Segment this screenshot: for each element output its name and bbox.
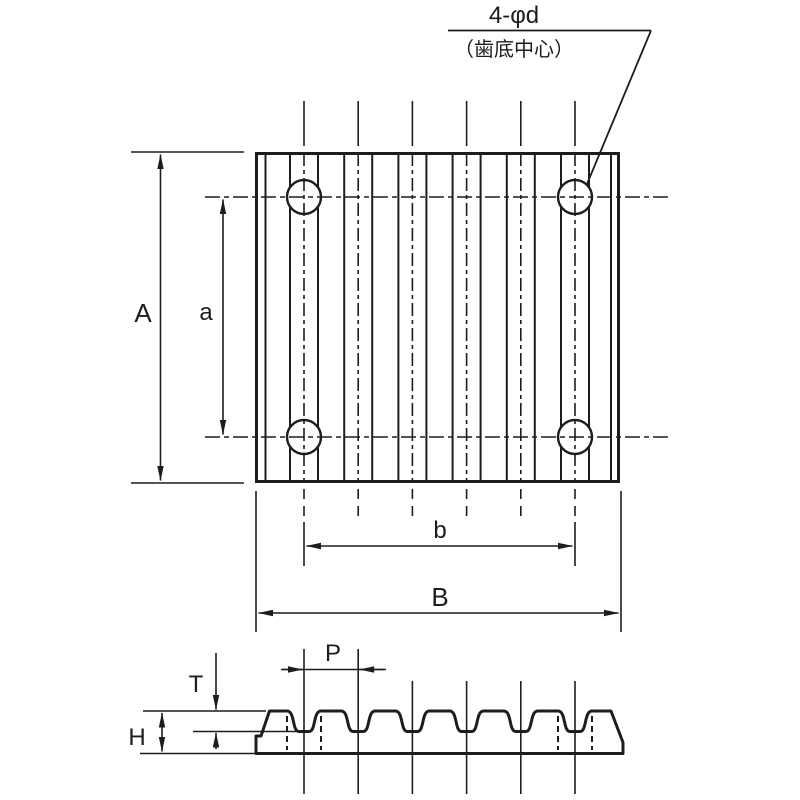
centerline-stubs-bottom: [303, 489, 576, 518]
mounting-holes: [285, 178, 594, 456]
centerline-stubs-top: [303, 101, 576, 146]
top-view-plate: [205, 101, 670, 518]
hole-callout-note: （歯底中心）: [454, 38, 574, 61]
tooth-profile-outline: [254, 709, 625, 755]
hidden-hole-lines: [286, 716, 593, 750]
label-P: P: [325, 640, 341, 667]
label-A: A: [134, 298, 152, 328]
dimension-B: [255, 491, 622, 632]
label-b: b: [433, 517, 446, 544]
label-B: B: [431, 582, 448, 612]
plate-outline: [255, 152, 620, 483]
profile-centerlines: [303, 649, 576, 794]
pitch-centerlines: [303, 153, 576, 482]
label-H: H: [128, 724, 145, 751]
dimension-b: [303, 522, 576, 566]
profile-view: [140, 649, 625, 794]
dimension-A: [131, 151, 244, 484]
hole-callout-spec: 4-φd: [489, 2, 539, 29]
label-T: T: [189, 671, 204, 698]
label-a: a: [199, 299, 213, 326]
callout-leader-line: [586, 30, 652, 185]
hole-row-centerlines: [205, 196, 670, 438]
hole-callout: 4-φd （歯底中心）: [448, 2, 652, 185]
